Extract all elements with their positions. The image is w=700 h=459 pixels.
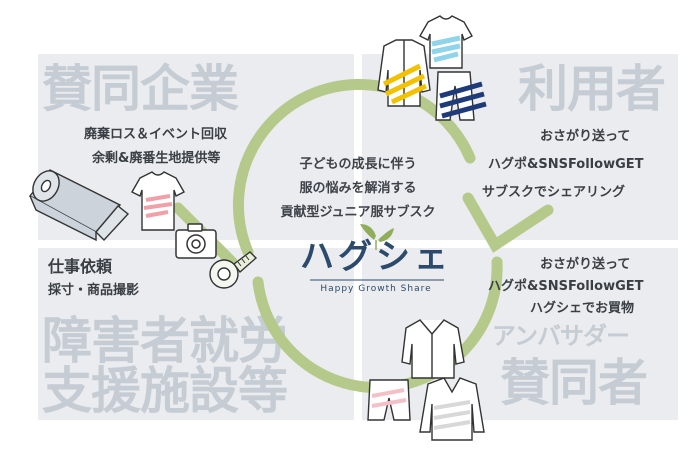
center-line-3: 貢献型ジュニア服サブスク	[280, 205, 436, 220]
sweater-icon	[419, 377, 485, 441]
panel-bottom-left	[38, 248, 354, 420]
logo-tagline: Happy Growth Share	[320, 284, 432, 294]
top-right-line-2: ハグポ&SNSFollowGET	[488, 157, 644, 172]
users-title: 利用者	[518, 60, 666, 118]
bottom-right-line-3: ハグシェでお買物	[530, 301, 635, 316]
bottom-right-line-2: ハグポ&SNSFollowGET	[488, 279, 644, 294]
fabric-roll-icon	[28, 169, 130, 242]
center-line-2: 服の悩みを解消する	[299, 181, 417, 196]
tape-measure-icon	[209, 251, 258, 289]
shirt-icon	[401, 319, 465, 379]
bottom-left-line-1: 仕事依頼	[48, 257, 113, 276]
bottom-right-line-1: おさがり送って	[540, 257, 631, 272]
employment-support-title-line1: 障害者就労	[42, 312, 288, 370]
employment-support-title-line2: 支援施設等	[42, 362, 288, 420]
top-left-line-2: 余剰&廃番生地提供等	[92, 151, 221, 166]
logo-wordmark: ハグシェ	[300, 237, 452, 277]
cycle-arrow	[172, 79, 554, 394]
top-left-line-1: 廃棄ロス＆イベント回収	[84, 127, 228, 142]
top-right-line-1: おさがり送って	[540, 129, 631, 144]
top-right-line-3: サブスクでシェアリング	[482, 185, 626, 200]
ambassador-subtitle: アンバサダー	[492, 322, 630, 350]
tshirt-icon	[131, 171, 185, 231]
supporters-title: 賛同者	[500, 354, 648, 412]
center-line-1: 子どもの成長に伴う	[299, 157, 417, 172]
tshirt-icon-blue	[419, 15, 473, 69]
sprout-icon	[360, 224, 394, 250]
shorts-icon	[367, 379, 411, 421]
jacket-icon	[377, 39, 431, 107]
bottom-left-line-2: 採寸・商品撮影	[48, 283, 140, 298]
camera-icon	[175, 223, 217, 259]
supporting-companies-title: 賛同企業	[42, 60, 239, 118]
pants-icon	[435, 71, 487, 121]
